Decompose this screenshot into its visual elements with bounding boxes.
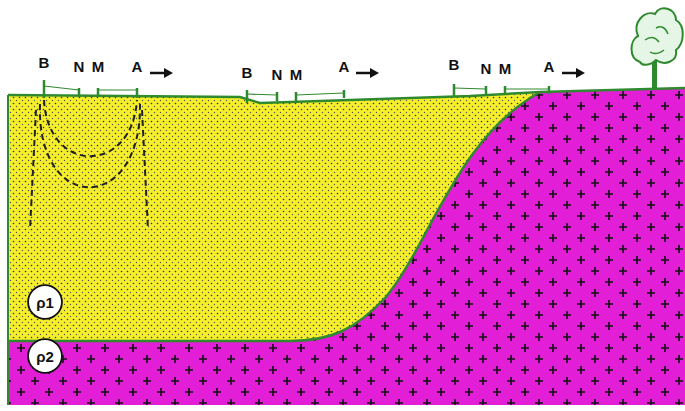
resistivity-circle: ρ2 (27, 338, 63, 374)
electrode-label: A (132, 59, 143, 74)
section-edge (7, 95, 9, 405)
move-arrow (150, 68, 585, 78)
electrode-array (44, 80, 549, 103)
basement-rock (8, 88, 685, 405)
electrode-label: M (290, 67, 303, 82)
tree (632, 8, 683, 90)
layer-boundary (8, 92, 540, 341)
electrode-label: B (39, 55, 50, 70)
sediment-layer (8, 92, 540, 341)
electrode-label: B (449, 57, 460, 72)
electrode-label: M (92, 59, 105, 74)
electrode-label: A (339, 59, 350, 74)
resistivity-symbol: ρ1 (27, 295, 63, 310)
electrode-label: N (481, 61, 492, 76)
electrode-label: M (499, 61, 512, 76)
resistivity-symbol: ρ2 (27, 349, 63, 364)
current-line (30, 100, 148, 230)
resistivity-circle: ρ1 (27, 284, 63, 320)
electrode-label: N (272, 67, 283, 82)
electrode-label: A (544, 59, 555, 74)
electrode-label: B (242, 65, 253, 80)
electrode-label: N (74, 59, 85, 74)
